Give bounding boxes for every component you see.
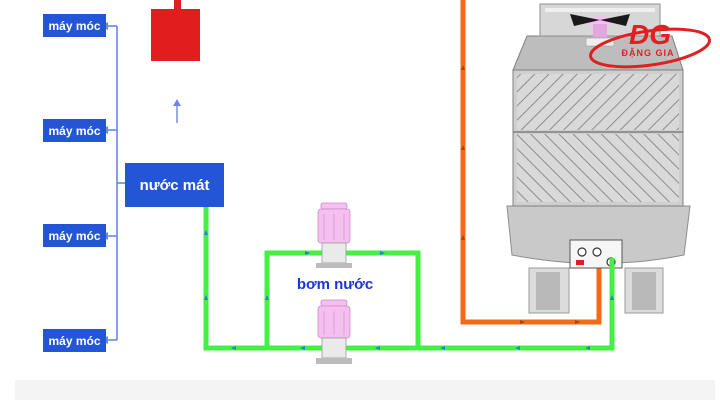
machine-box-2: máy móc	[43, 119, 106, 142]
logo-mark: DG	[629, 19, 671, 50]
machine-label-2: máy móc	[48, 124, 100, 138]
machine-label-4: máy móc	[48, 334, 100, 348]
machine-label-1: máy móc	[48, 19, 100, 33]
machine-box-3: máy móc	[43, 224, 106, 247]
logo-name: ĐẶNG GIA	[622, 48, 675, 58]
orange-return-pipe	[460, 0, 602, 325]
machine-box-4: máy móc	[43, 329, 106, 352]
machine-label-3: máy móc	[48, 229, 100, 243]
cooling-water-box: nước mát	[125, 163, 224, 207]
distribution-lines	[100, 22, 126, 344]
pipe-flow-arrow-icon	[204, 230, 614, 350]
cooling-fan-icon	[570, 14, 630, 47]
cooling-tower	[506, 3, 691, 314]
ground-shadow	[15, 380, 715, 400]
company-logo: DG ĐẶNG GIA	[589, 19, 711, 69]
red-tank	[151, 0, 200, 61]
pump-motor-icon-2	[316, 299, 352, 364]
cooling-water-label: nước mát	[140, 177, 210, 194]
arrow-up-icon	[173, 99, 181, 123]
pump-label: bơm nước	[297, 276, 373, 293]
pump-motor-icon	[316, 202, 352, 268]
machine-box-1: máy móc	[43, 14, 106, 37]
